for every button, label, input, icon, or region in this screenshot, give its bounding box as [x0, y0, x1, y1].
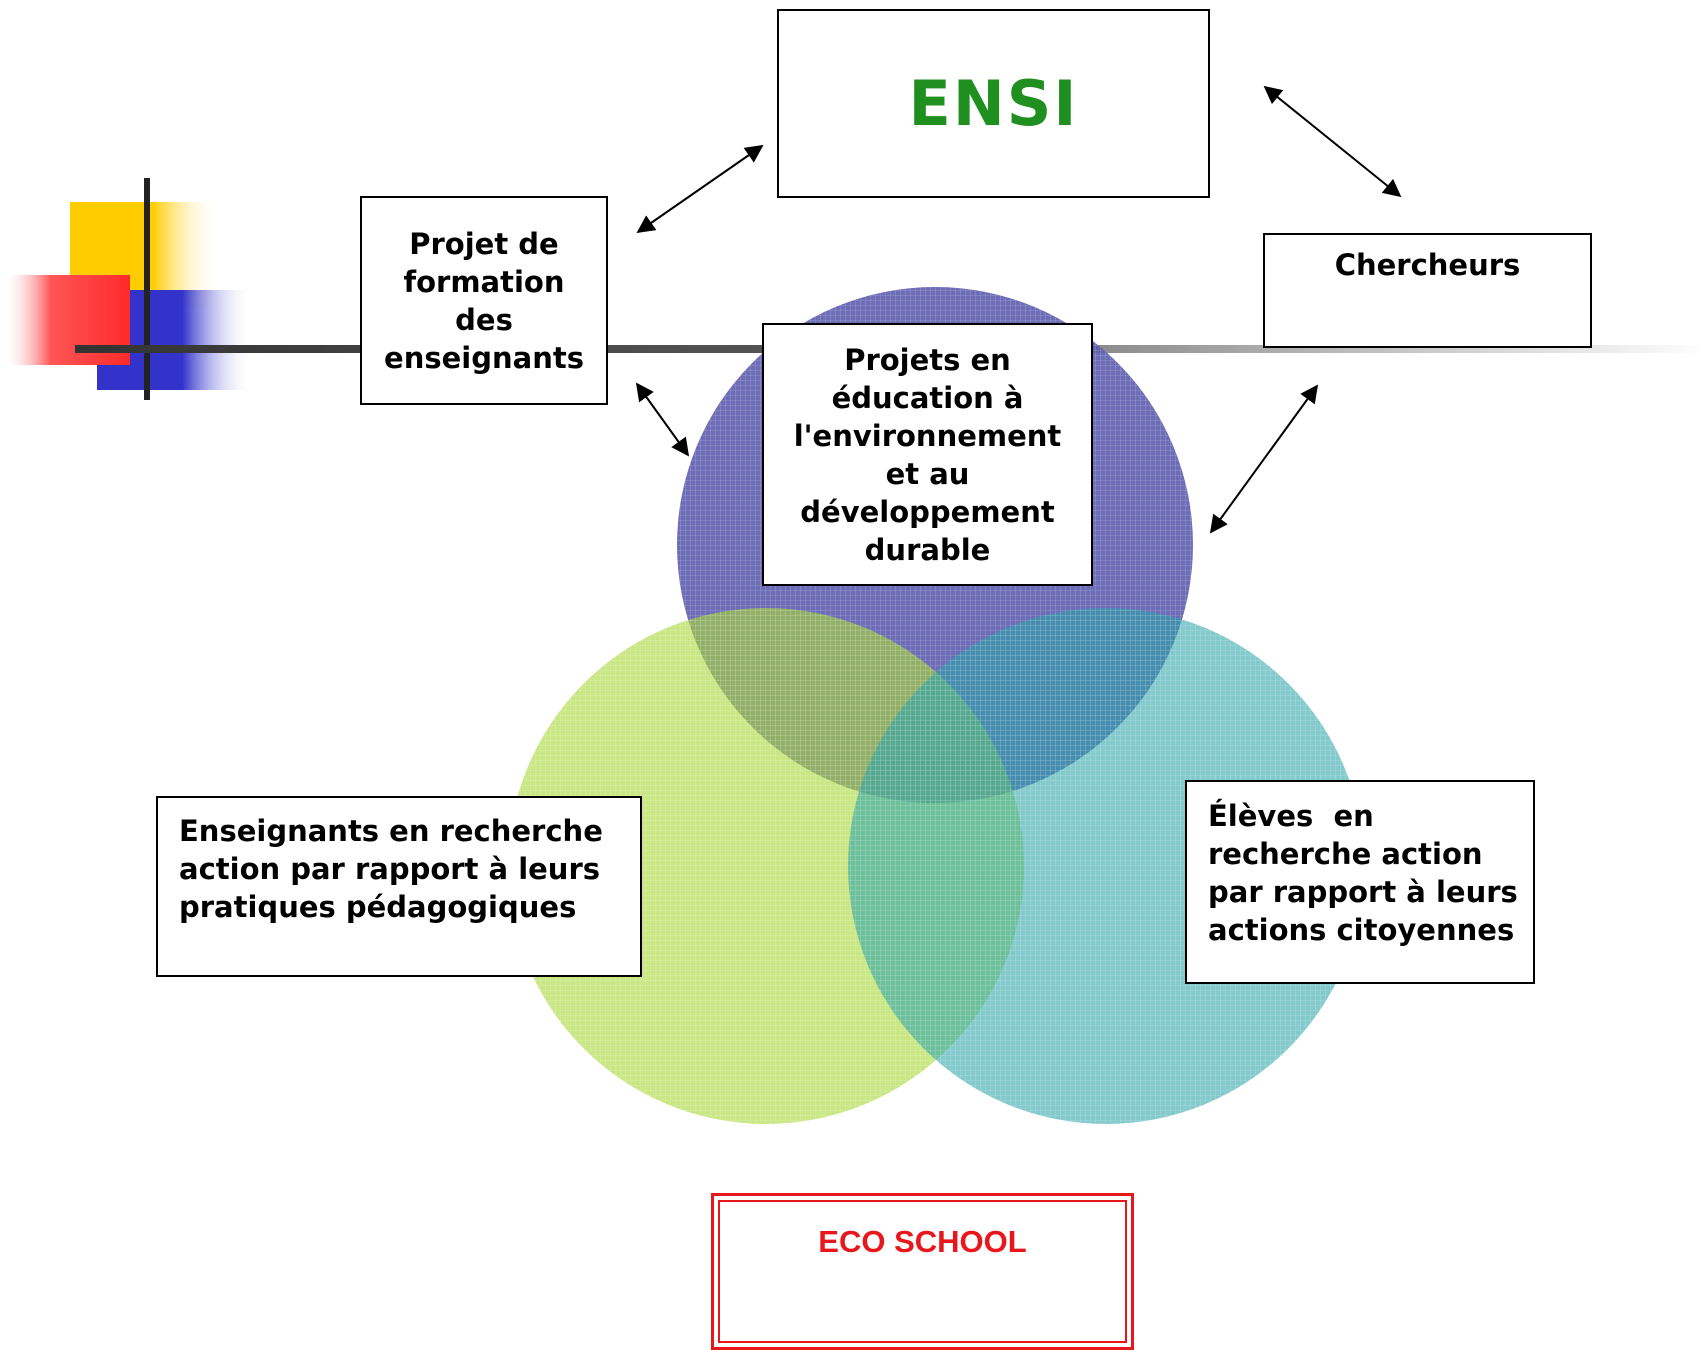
projet-formation-line: des: [455, 302, 513, 337]
eco-school-label: ECO SCHOOL: [818, 1224, 1027, 1259]
eleves-recherche-line: recherche action: [1208, 837, 1483, 871]
chercheurs-box: Chercheurs: [1263, 233, 1592, 348]
arrow-projet-circle: [635, 382, 690, 457]
projets-education-line: et au: [885, 456, 970, 491]
projet-formation-line: enseignants: [384, 340, 584, 375]
eleves-recherche-line: Élèves en: [1208, 799, 1374, 833]
enseignants-recherche-line: Enseignants en recherche: [179, 814, 603, 848]
projets-education-line: développement: [800, 494, 1055, 529]
enseignants-recherche-line: action par rapport à leurs: [179, 852, 601, 886]
projets-education-line: Projets en: [844, 342, 1011, 377]
projets-education-text: Projets en éducation à l'environnement e…: [794, 341, 1062, 569]
ensi-box: ENSI: [777, 9, 1210, 198]
projet-formation-text: Projet de formation des enseignants: [384, 225, 584, 377]
connector-arrows: [635, 85, 1402, 534]
eleves-recherche-line: actions citoyennes: [1208, 913, 1515, 947]
projets-education-line: l'environnement: [793, 418, 1062, 453]
enseignants-recherche-line: pratiques pédagogiques: [179, 890, 577, 924]
arrow-chercheurs-circle: [1209, 384, 1319, 534]
projets-education-line: durable: [864, 532, 991, 567]
projet-formation-box: Projet de formation des enseignants: [360, 196, 608, 405]
eleves-recherche-box: Élèves en recherche action par rapport à…: [1185, 780, 1535, 984]
arrow-projet-ensi: [636, 144, 764, 234]
ensi-title: ENSI: [908, 67, 1079, 140]
venn-circle-right-grid: [848, 608, 1364, 1124]
projet-formation-line: formation: [403, 264, 565, 299]
enseignants-recherche-box: Enseignants en recherche action par rapp…: [156, 796, 642, 977]
eco-school-box: ECO SCHOOL: [711, 1193, 1134, 1350]
projets-education-box: Projets en éducation à l'environnement e…: [762, 323, 1093, 586]
chercheurs-label: Chercheurs: [1334, 248, 1521, 282]
eco-school-inner-frame: ECO SCHOOL: [718, 1200, 1127, 1343]
projets-education-line: éducation à: [831, 380, 1024, 415]
slide-logo-icon: [8, 178, 252, 400]
arrow-ensi-chercheurs: [1263, 85, 1402, 198]
eleves-recherche-line: par rapport à leurs: [1208, 875, 1518, 909]
projet-formation-line: Projet de: [409, 226, 559, 261]
